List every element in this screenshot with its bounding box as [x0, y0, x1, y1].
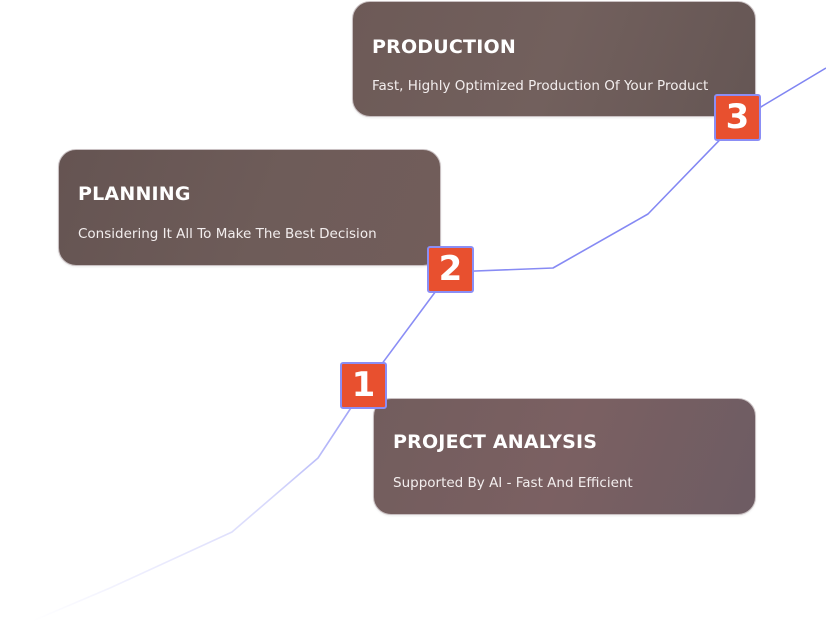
step-number-badge-2: 2: [427, 246, 474, 293]
step-number-badge-3: 3: [714, 94, 761, 141]
step-title: PLANNING: [78, 183, 191, 205]
step-number-badge-1: 1: [340, 362, 387, 409]
step-title: PROJECT ANALYSIS: [393, 431, 598, 453]
step-card-planning: PLANNING Considering It All To Make The …: [58, 149, 441, 266]
step-title: PRODUCTION: [372, 36, 516, 58]
step-description: Fast, Highly Optimized Production Of You…: [372, 78, 709, 94]
step-description: Supported By AI - Fast And Efficient: [393, 475, 633, 491]
step-card-production: PRODUCTION Fast, Highly Optimized Produc…: [352, 1, 756, 117]
step-description: Considering It All To Make The Best Deci…: [78, 226, 377, 242]
step-card-project-analysis: PROJECT ANALYSIS Supported By AI - Fast …: [373, 398, 756, 515]
